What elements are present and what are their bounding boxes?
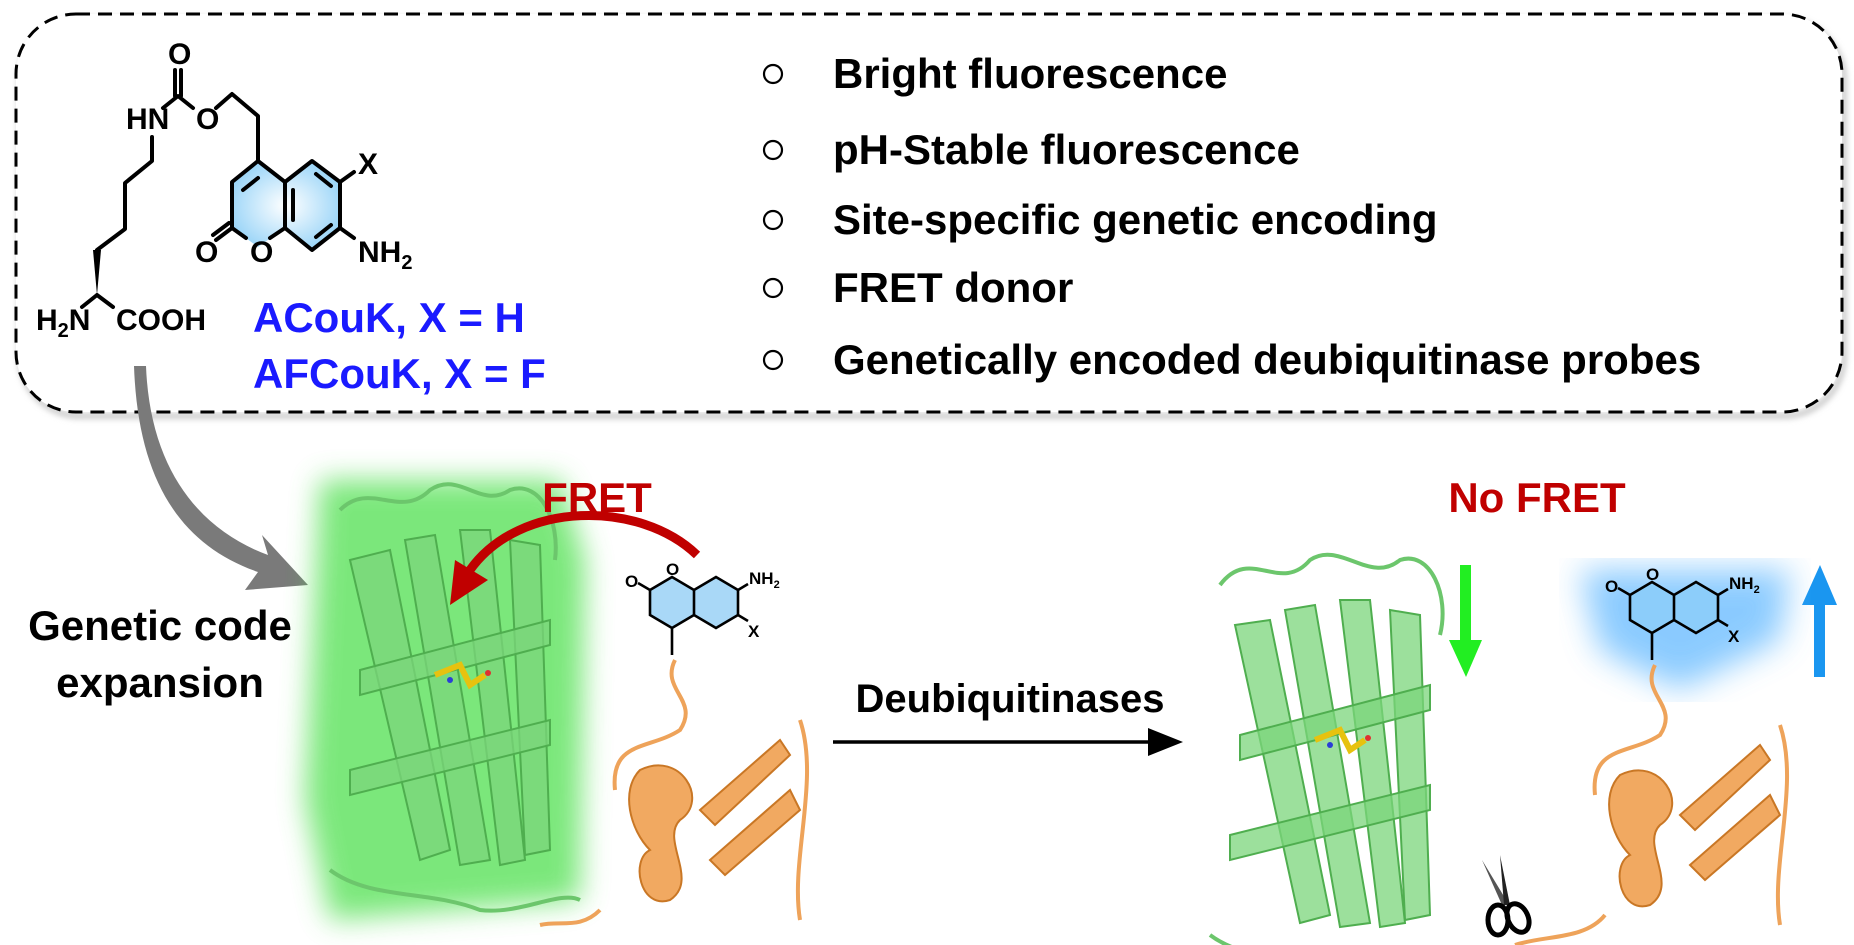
compound-label-acouk: ACouK, X = H (253, 294, 525, 341)
atom-o: O (1605, 577, 1618, 596)
feature-list: Bright fluorescence pH-Stable fluorescen… (762, 50, 1701, 383)
compound-labels: ACouK, X = H AFCouK, X = F (253, 294, 546, 397)
no-fret-label: No FRET (1448, 474, 1626, 521)
genetic-code-label-line2: expansion (56, 659, 264, 706)
bullet-icon (762, 349, 784, 371)
atom-hn: HN (126, 103, 169, 136)
atom-nh2: NH2 (358, 236, 412, 274)
atom-h2n: H2N (36, 304, 90, 342)
atom-x: X (1728, 627, 1740, 646)
feature-item: pH-Stable fluorescence (833, 126, 1300, 173)
ubiquitin-protein-right (1514, 664, 1790, 945)
green-arrowhead (1449, 640, 1482, 677)
atom-x: X (748, 622, 760, 641)
feature-item: FRET donor (833, 264, 1073, 311)
atom-o-ester: O (196, 103, 219, 136)
green-down-arrow (1460, 565, 1471, 645)
feature-item: Genetically encoded deubiquitinase probe… (833, 336, 1701, 383)
deubiquitinases-label: Deubiquitinases (856, 677, 1165, 721)
gfp-protein-glowing (305, 480, 585, 920)
bullet-icon (762, 139, 784, 161)
ubiquitin-protein-left (539, 659, 810, 927)
bullet-icon (762, 277, 784, 299)
blue-up-arrow (1814, 600, 1825, 677)
feature-item: Bright fluorescence (833, 50, 1227, 97)
atom-o: O (168, 38, 191, 71)
atom-cooh: COOH (116, 304, 206, 337)
feature-item: Site-specific genetic encoding (833, 196, 1437, 243)
atom-o: O (625, 572, 638, 591)
atom-o: O (1646, 565, 1659, 584)
atom-nh2: NH2 (749, 569, 780, 591)
coumarin-label-left: O O NH2 X (625, 560, 780, 655)
atom-o: O (666, 560, 679, 579)
atom-nh2: NH2 (1729, 574, 1760, 596)
gray-curved-arrow (134, 366, 308, 590)
atom-x: X (358, 148, 378, 181)
coumarin-label-right: O O NH2 X (1605, 565, 1760, 660)
bullet-icon (762, 209, 784, 231)
compound-label-afcouk: AFCouK, X = F (253, 350, 546, 397)
scissors-icon (1482, 855, 1532, 938)
features-box (14, 12, 1844, 414)
genetic-code-label-line1: Genetic code (28, 602, 292, 649)
fret-arrow (466, 510, 701, 573)
fret-arrowhead (450, 560, 488, 605)
blue-arrowhead (1802, 565, 1837, 605)
acouk-structure: O HN O X O O NH2 H2N COOH (36, 38, 412, 342)
atom-o-ring: O (250, 236, 273, 269)
fret-label: FRET (542, 474, 652, 521)
gfp-protein (1208, 552, 1445, 945)
bullet-icon (762, 63, 784, 85)
atom-o-carbonyl: O (195, 236, 218, 269)
